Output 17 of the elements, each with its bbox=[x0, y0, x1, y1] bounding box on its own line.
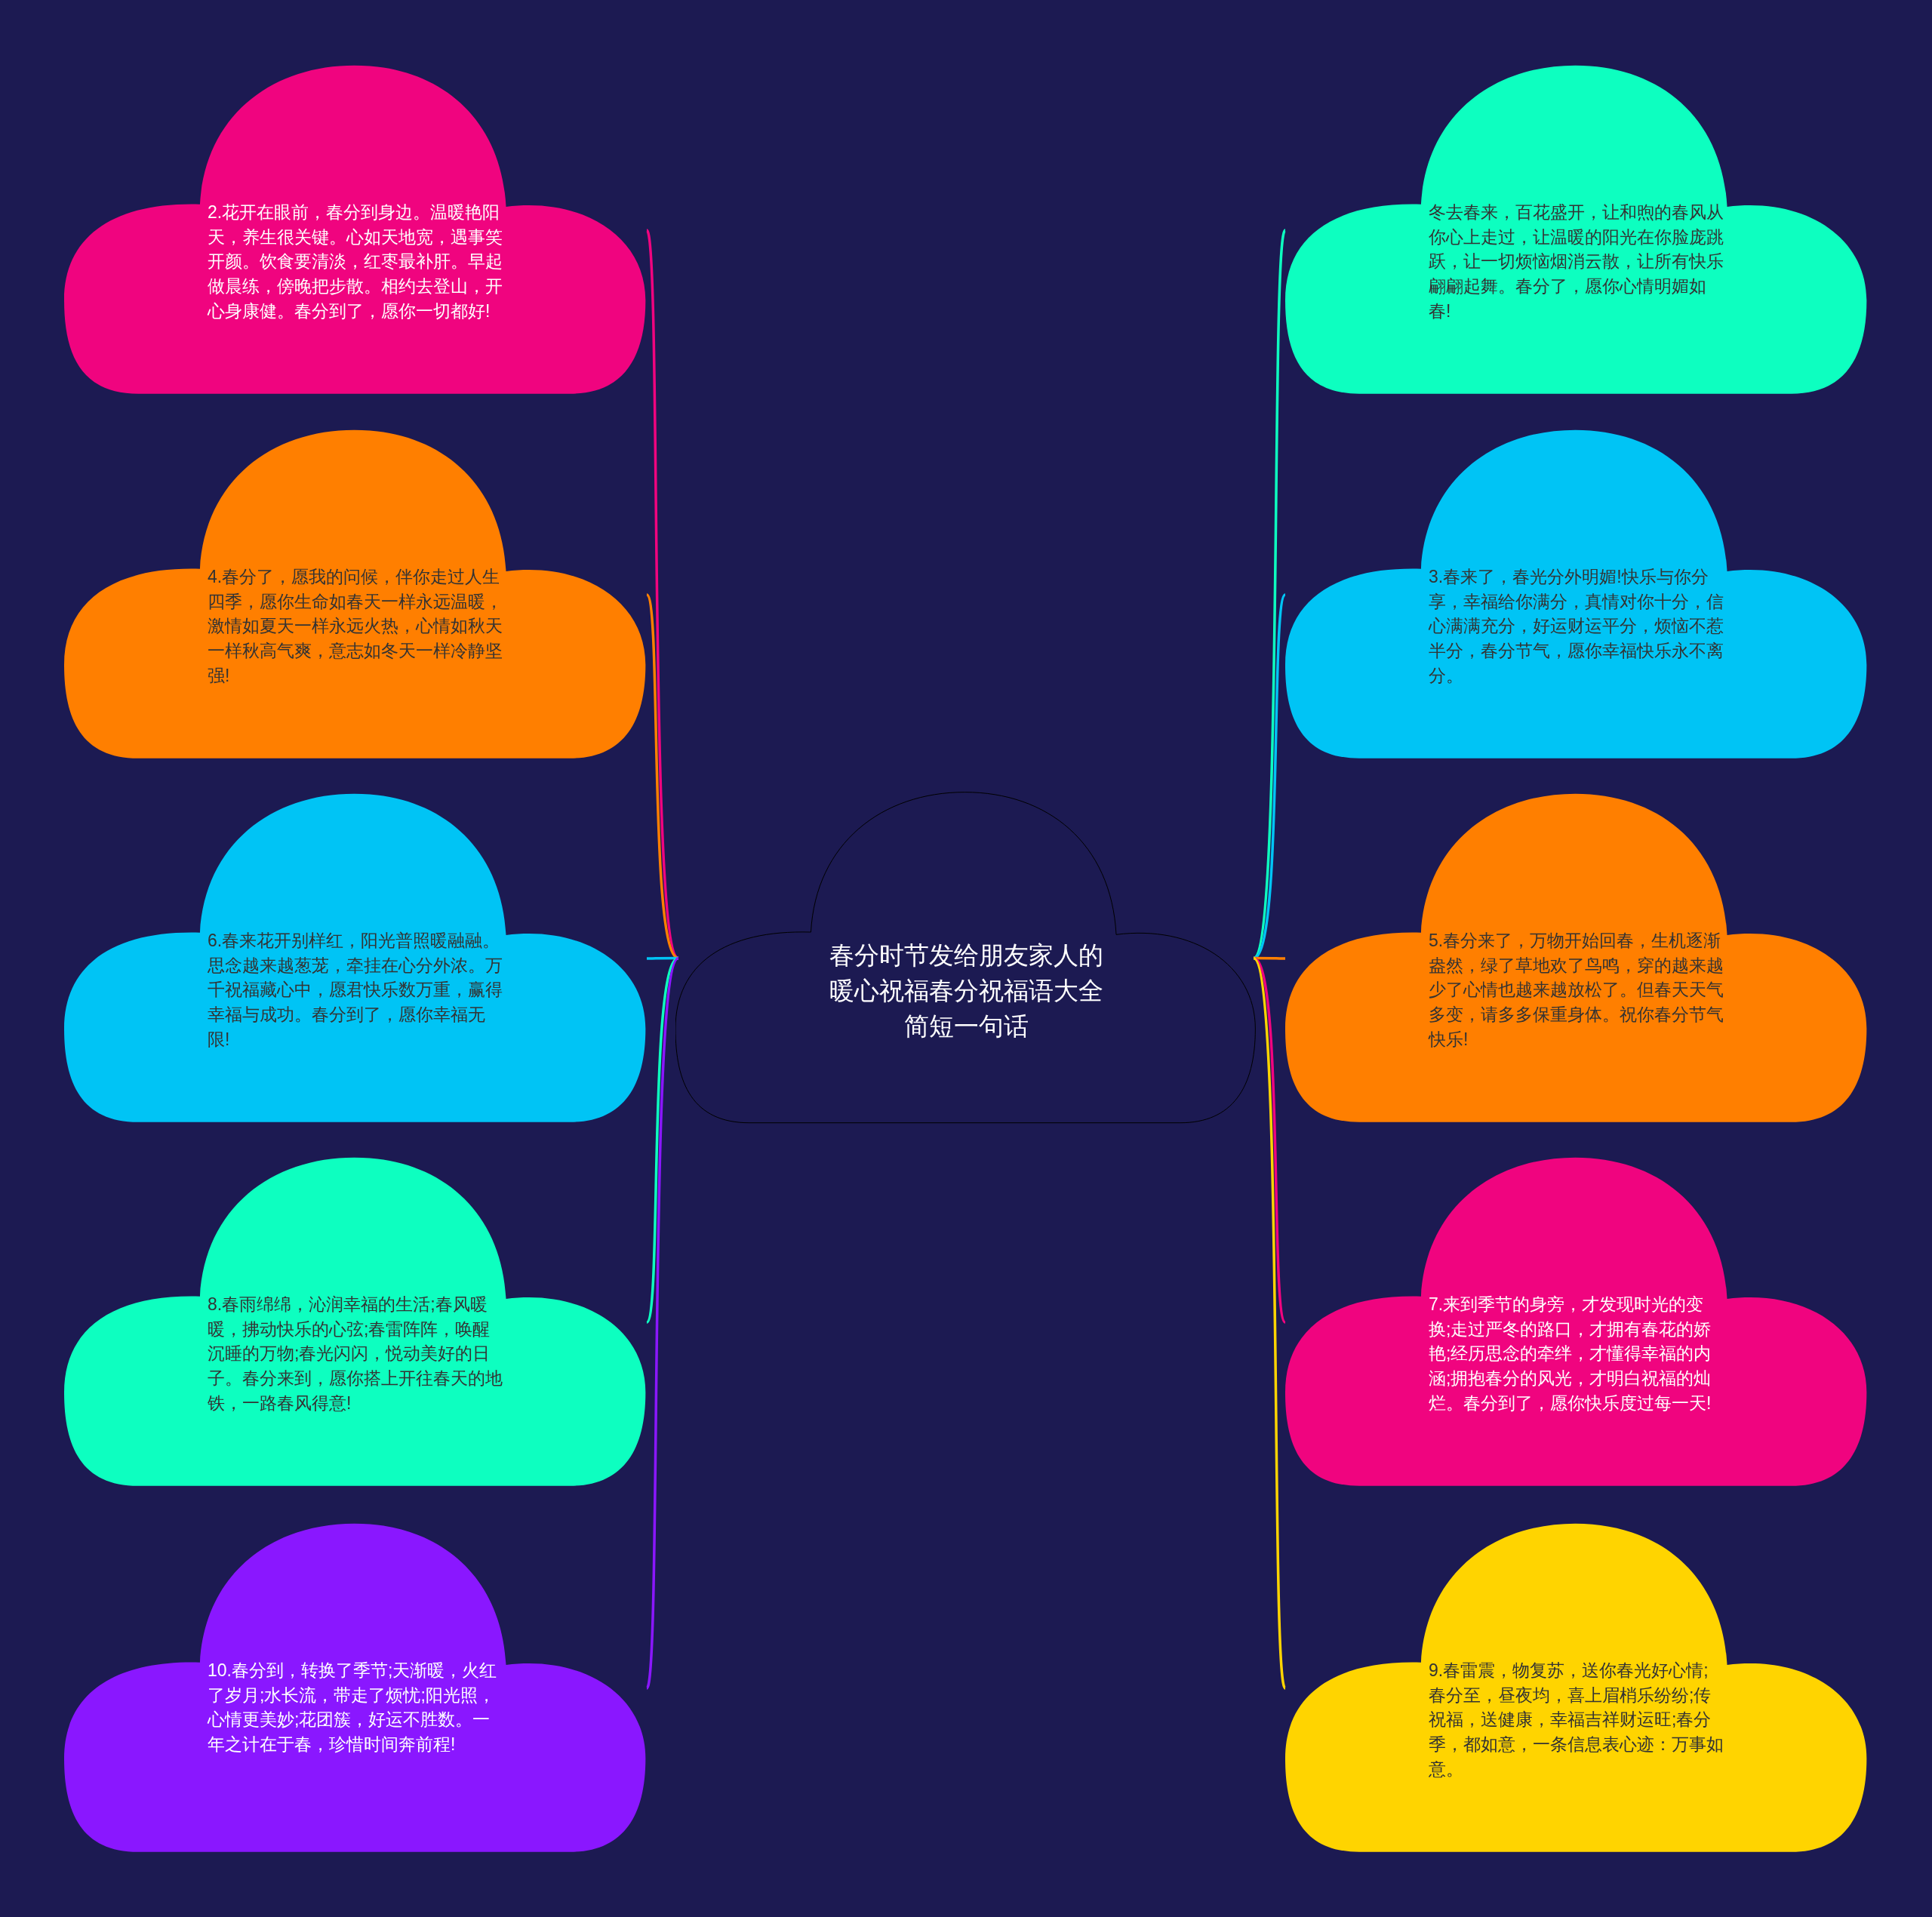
connector-line bbox=[1252, 594, 1287, 959]
blessing-text: 2.花开在眼前，春分到身边。温暖艳阳天，养生很关键。心如天地宽，遇事笑开颜。饮食要清淡，红枣最补肝。早起做晨练，傍晚把步散。相约去登山，开心身康健。春分到了，愿你一切都好! bbox=[208, 202, 503, 322]
central-topic-text: 春分时节发给朋友家人的暖心祝福春分祝福语大全简短一句话 bbox=[828, 940, 1104, 1042]
blessing-text: 3.春来了，春光分外明媚!快乐与你分享，幸福给你满分，真情对你十分，信心满满充分，好运财运平分，烦恼不惹半分，春分节气，愿你幸福快乐永不离分。 bbox=[1429, 566, 1724, 687]
blessing-text: 8.春雨绵绵，沁润幸福的生活;春风暖暖，拂动快乐的心弦;春雷阵阵，唤醒沉睡的万物;春光闪闪，悦动美好的日子。春分来到，愿你搭上开往春天的地铁，一路春风得意! bbox=[208, 1294, 503, 1414]
blessing-text: 7.来到季节的身旁，才发现时光的变换;走过严冬的路口，才拥有春花的娇艳;经历思念的牵绊，才懂得幸福的内涵;拥抱春分的风光，才明白祝福的灿烂。春分到了，愿你快乐度过每一天! bbox=[1429, 1294, 1712, 1414]
connector-line bbox=[647, 956, 678, 960]
blessing-text: 4.春分了，愿我的问候，伴你走过人生四季，愿你生命如春天一样永远温暖，激情如夏天一样永远火热，心情如秋天一样秋高气爽，意志如冬天一样冷静坚强! bbox=[208, 566, 503, 687]
blessing-text: 10.春分到，转换了季节;天渐暖，火红了岁月;水长流，带走了烦忧;阳光照，心情更美妙;花团簇，好运不胜数。一年之计在于春，珍惜时间奔前程! bbox=[208, 1660, 498, 1755]
connector-line bbox=[645, 957, 680, 1689]
blessing-text: 9.春雷震，物复苏，送你春光好心情;春分至，昼夜均，喜上眉梢乐纷纷;传祝福，送健康，幸福吉祥财运旺;春分季，都如意，一条信息表心迹：万事如意。 bbox=[1429, 1660, 1724, 1780]
blessing-text: 冬去春来，百花盛开，让和煦的春风从你心上走过，让温暖的阳光在你脸庞跳跃，让一切烦恼烟消云散，让所有快乐翩翩起舞。春分了，愿你心情明媚如春! bbox=[1429, 202, 1724, 322]
connector-line bbox=[1252, 957, 1287, 1689]
blessing-text: 5.春分来了，万物开始回春，生机逐渐盎然，绿了草地欢了鸟鸣，穿的越来越少了心情也越来越放松了。但春天天气多变，请多多保重身体。祝你春分节气快乐! bbox=[1429, 930, 1724, 1051]
blessing-text: 6.春来花开别样红，阳光普照暖融融。思念越来越葱茏，牵挂在心分外浓。万千祝福藏心中，愿君快乐数万重，赢得幸福与成功。春分到了，愿你幸福无限! bbox=[208, 930, 503, 1051]
connector-line bbox=[1254, 956, 1285, 960]
connector-line bbox=[645, 594, 680, 959]
